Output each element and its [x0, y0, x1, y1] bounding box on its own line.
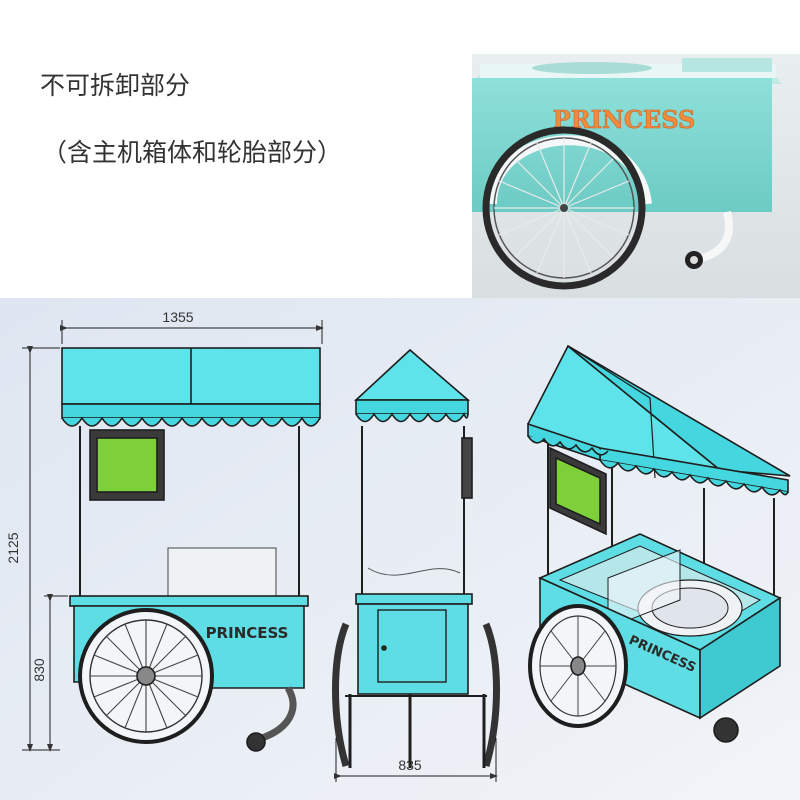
front-view: PRINCESS	[22, 320, 324, 752]
cart-photo: PRINCESS	[472, 54, 800, 298]
top-section: 不可拆卸部分 （含主机箱体和轮胎部分） PRINCESS	[0, 0, 800, 298]
iso-wheel	[528, 604, 628, 728]
front-wheel	[78, 608, 214, 744]
iso-screen	[555, 456, 601, 526]
caption-non-removable: 不可拆卸部分	[40, 71, 191, 100]
iso-view: PRINCESS	[527, 344, 791, 743]
dim-height-total: 2125	[5, 532, 21, 563]
front-brand-text: PRINCESS	[206, 624, 289, 642]
caption-includes-body-and-tires: （含主机箱体和轮胎部分）	[42, 138, 343, 167]
photo-wheel	[482, 126, 646, 290]
cad-drawing: PRINCESS 1355 2125 830	[0, 298, 800, 800]
front-screen	[96, 437, 158, 493]
side-door	[377, 609, 447, 683]
dim-width-side: 835	[398, 757, 422, 773]
dim-height-body: 830	[31, 658, 47, 682]
side-view	[332, 348, 500, 782]
dim-width-front: 1355	[162, 309, 193, 325]
